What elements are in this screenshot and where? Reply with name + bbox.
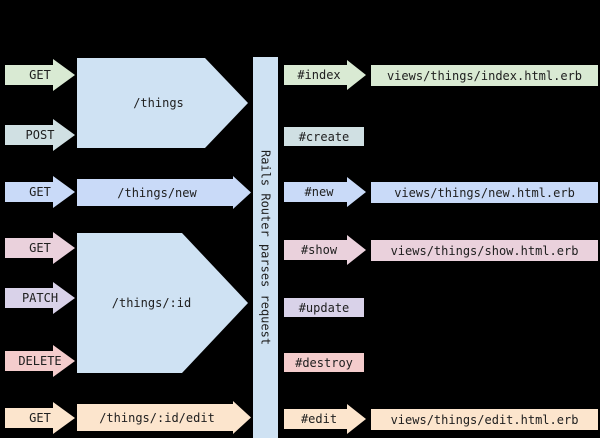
route-path-arrow-things-id: /things/:id <box>77 233 248 373</box>
http-verb-arrow-get-index: GET <box>5 59 75 91</box>
route-path-arrow-things-new: /things/new <box>77 176 251 209</box>
action-box-destroy: #destroy <box>284 353 364 372</box>
action-arrow-index: #index <box>284 60 366 90</box>
view-file-label: views/things/index.html.erb <box>386 68 583 83</box>
route-path-label: /things/:id/edit <box>99 410 215 425</box>
http-verb-label: GET <box>29 68 51 82</box>
route-path-label: /things/:id <box>111 296 192 310</box>
action-label: #show <box>300 243 338 257</box>
route-path-label: /things <box>133 96 184 110</box>
route-path-label: /things/new <box>117 185 197 200</box>
view-file-label: views/things/show.html.erb <box>390 243 579 258</box>
route-path-arrow-things-id-edit: /things/:id/edit <box>77 401 251 434</box>
view-file-box-show: views/things/show.html.erb <box>371 240 598 261</box>
http-verb-arrow-get-edit: GET <box>5 402 75 434</box>
action-box-update: #update <box>284 298 364 317</box>
action-arrow-show: #show <box>284 235 366 265</box>
action-label: #new <box>304 185 334 199</box>
http-verb-label: POST <box>25 128 55 142</box>
action-label: #update <box>298 300 350 315</box>
action-box-create: #create <box>284 127 364 146</box>
action-label: #destroy <box>295 355 353 370</box>
router-bar: Rails Router parses request <box>253 57 278 438</box>
action-label: #index <box>297 68 341 82</box>
action-label: #edit <box>300 412 338 426</box>
http-verb-label: GET <box>29 241 51 255</box>
http-verb-label: GET <box>29 411 51 425</box>
view-file-box-index: views/things/index.html.erb <box>371 65 598 86</box>
view-file-label: views/things/new.html.erb <box>394 185 575 200</box>
action-arrow-new: #new <box>284 177 366 207</box>
http-verb-label: GET <box>29 185 51 199</box>
http-verb-arrow-patch-update: PATCH <box>5 282 75 314</box>
http-verb-arrow-get-show: GET <box>5 232 75 264</box>
http-verb-arrow-get-new: GET <box>5 176 75 208</box>
action-label: #create <box>298 129 350 144</box>
router-bar-label: Rails Router parses request <box>258 149 273 346</box>
http-verb-arrow-post-create: POST <box>5 119 75 151</box>
view-file-box-edit: views/things/edit.html.erb <box>371 409 598 430</box>
action-arrow-edit: #edit <box>284 404 366 434</box>
route-path-arrow-things: /things <box>77 58 248 148</box>
view-file-box-new: views/things/new.html.erb <box>371 182 598 203</box>
http-verb-label: DELETE <box>18 354 62 368</box>
http-verb-arrow-delete-destroy: DELETE <box>5 345 75 377</box>
http-verb-label: PATCH <box>21 291 59 305</box>
view-file-label: views/things/edit.html.erb <box>390 412 579 427</box>
